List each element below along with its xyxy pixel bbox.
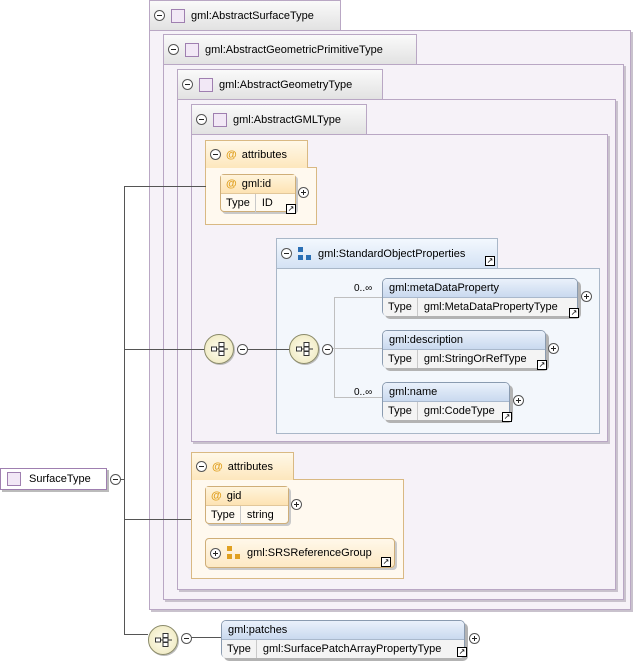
standard-object-properties-label: gml:StandardObjectProperties xyxy=(318,247,466,260)
complex-type-icon xyxy=(171,8,185,23)
abstract-geometry-type-tab[interactable]: gml:AbstractGeometryType xyxy=(177,69,383,99)
abstract-surface-type-tab[interactable]: gml:AbstractSurfaceType xyxy=(149,0,341,30)
reference-arrow-icon[interactable]: ↗ xyxy=(569,308,579,318)
collapse-icon[interactable] xyxy=(110,474,121,485)
gid-name: gid xyxy=(226,490,242,502)
expand-icon[interactable] xyxy=(291,499,302,510)
expand-icon[interactable] xyxy=(210,547,221,559)
attribute-group-icon xyxy=(227,546,240,559)
abstract-gml-type-label: gml:AbstractGMLType xyxy=(233,113,341,126)
connector xyxy=(190,637,222,638)
element-name: gml:patches xyxy=(222,621,464,640)
element-name: gml:name xyxy=(383,383,509,402)
type-value: gml:MetaDataPropertyType xyxy=(423,301,558,313)
attribute-icon: @ xyxy=(211,490,222,502)
type-value: gml:StringOrRefType xyxy=(423,353,527,365)
abstract-surface-type-label: gml:AbstractSurfaceType xyxy=(191,9,314,22)
type-key: Type xyxy=(206,506,241,524)
connector xyxy=(124,349,206,350)
reference-arrow-icon[interactable]: ↗ xyxy=(457,647,467,657)
sequence-compositor-icon[interactable] xyxy=(289,334,319,364)
attributes-tab[interactable]: @ attributes xyxy=(205,140,308,168)
expand-icon[interactable] xyxy=(548,343,559,354)
gml-id-name: gml:id xyxy=(241,178,272,190)
collapse-icon[interactable] xyxy=(168,44,179,55)
abstract-geometric-primitive-type-label: gml:AbstractGeometricPrimitiveType xyxy=(205,43,383,56)
attributes-tab[interactable]: @ attributes xyxy=(191,452,294,480)
element-name: gml:description xyxy=(383,331,545,350)
collapse-icon[interactable] xyxy=(322,344,333,355)
connector xyxy=(124,186,125,634)
reference-arrow-icon[interactable]: ↗ xyxy=(485,256,495,266)
type-value: gml:CodeType xyxy=(423,405,495,417)
reference-arrow-icon[interactable]: ↗ xyxy=(537,360,547,370)
srs-reference-group[interactable]: gml:SRSReferenceGroup xyxy=(205,538,395,568)
occurrence-label: 0..∞ xyxy=(354,387,373,398)
type-value: gml:SurfacePatchArrayPropertyType xyxy=(262,643,442,655)
abstract-geometry-type-label: gml:AbstractGeometryType xyxy=(219,78,353,91)
complex-type-icon xyxy=(7,472,21,486)
connector xyxy=(124,519,192,520)
connector xyxy=(247,349,289,350)
type-key: Type xyxy=(383,402,418,420)
metadata-property-element[interactable]: gml:metaDataProperty Type gml:MetaDataPro… xyxy=(382,278,578,316)
type-key: Type xyxy=(383,350,418,368)
reference-arrow-icon[interactable]: ↗ xyxy=(381,557,391,567)
standard-object-properties-tab[interactable]: gml:StandardObjectProperties xyxy=(276,238,498,268)
connector xyxy=(330,348,382,349)
complex-type-icon xyxy=(185,42,199,57)
reference-arrow-icon[interactable]: ↗ xyxy=(286,204,296,214)
complex-type-icon xyxy=(199,77,213,92)
expand-icon[interactable] xyxy=(298,187,309,198)
occurrence-label: 0..∞ xyxy=(354,283,373,294)
gml-id-attribute[interactable]: @ gml:id Type ID xyxy=(220,174,296,212)
patches-element[interactable]: gml:patches Type gml:SurfacePatchArrayPro… xyxy=(221,620,465,658)
attributes-label: attributes xyxy=(227,460,273,473)
srs-reference-group-label: gml:SRSReferenceGroup xyxy=(247,547,372,559)
attribute-icon: @ xyxy=(212,460,223,473)
type-value: string xyxy=(246,509,274,521)
connector xyxy=(334,297,382,298)
collapse-icon[interactable] xyxy=(154,10,165,21)
abstract-geometric-primitive-type-tab[interactable]: gml:AbstractGeometricPrimitiveType xyxy=(163,34,417,64)
element-name: gml:metaDataProperty xyxy=(383,279,577,298)
collapse-icon[interactable] xyxy=(210,149,221,160)
group-icon xyxy=(298,246,311,260)
expand-icon[interactable] xyxy=(581,291,592,302)
complex-type-icon xyxy=(213,112,227,127)
type-key: Type xyxy=(221,194,256,212)
reference-arrow-icon[interactable]: ↗ xyxy=(502,412,512,422)
collapse-icon[interactable] xyxy=(196,461,207,472)
attributes-label: attributes xyxy=(241,148,287,161)
type-key: Type xyxy=(383,298,418,316)
sequence-compositor-icon[interactable] xyxy=(204,334,234,364)
type-key: Type xyxy=(222,640,257,658)
description-element[interactable]: gml:description Type gml:StringOrRefType xyxy=(382,330,546,368)
surface-type-root[interactable]: SurfaceType xyxy=(0,468,107,490)
surface-type-label: SurfaceType xyxy=(29,473,91,485)
connector xyxy=(334,297,335,397)
connector xyxy=(124,634,148,635)
type-value: ID xyxy=(261,197,273,209)
collapse-icon[interactable] xyxy=(196,114,207,125)
name-element[interactable]: gml:name Type gml:CodeType xyxy=(382,382,510,420)
expand-icon[interactable] xyxy=(469,633,480,644)
collapse-icon[interactable] xyxy=(281,248,292,259)
collapse-icon[interactable] xyxy=(182,79,193,90)
attribute-icon: @ xyxy=(226,178,237,190)
collapse-icon[interactable] xyxy=(237,344,248,355)
sequence-compositor-icon[interactable] xyxy=(148,625,178,655)
abstract-gml-type-tab[interactable]: gml:AbstractGMLType xyxy=(191,104,367,134)
attribute-icon: @ xyxy=(226,148,237,161)
gid-attribute[interactable]: @ gid Type string xyxy=(205,486,289,524)
expand-icon[interactable] xyxy=(513,395,524,406)
collapse-icon[interactable] xyxy=(181,633,192,644)
connector xyxy=(334,397,382,398)
connector xyxy=(124,186,206,187)
